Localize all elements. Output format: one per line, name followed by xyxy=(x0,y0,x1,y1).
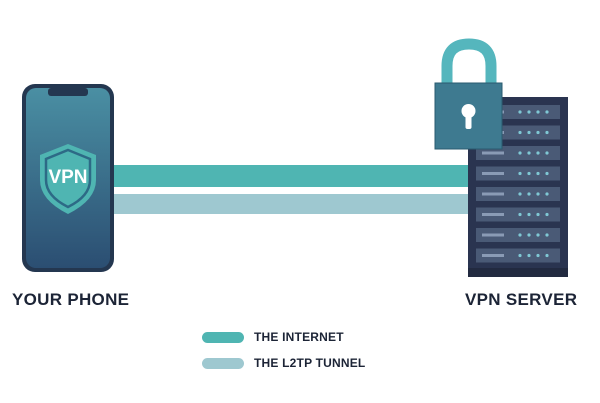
server-led-icon xyxy=(518,151,522,155)
server-led-icon xyxy=(536,253,540,258)
server-led-icon xyxy=(527,233,531,237)
server-led-icon xyxy=(545,253,549,258)
phone-caption: YOUR PHONE xyxy=(12,290,130,309)
server-unit-bay xyxy=(482,213,504,216)
server-unit-bay xyxy=(482,233,504,237)
server-unit-bay xyxy=(482,254,504,257)
server-led-icon xyxy=(545,110,549,114)
server-unit xyxy=(476,187,560,201)
shield-icon: VPN xyxy=(40,144,96,214)
server-led-icon xyxy=(536,130,540,135)
server-led-icon xyxy=(536,212,540,217)
shield-vpn-label: VPN xyxy=(48,167,87,188)
server-led-icon xyxy=(518,233,522,237)
server-unit-bay xyxy=(482,151,504,155)
server-led-icon xyxy=(545,192,549,196)
server-led-icon xyxy=(518,212,522,217)
server-led-icon xyxy=(518,171,522,176)
server-led-icon xyxy=(527,171,531,176)
server-led-icon xyxy=(518,192,522,196)
server-led-icon xyxy=(545,233,549,237)
server-led-icon xyxy=(527,212,531,217)
legend-label-tunnel: THE L2TP TUNNEL xyxy=(254,356,366,370)
server-led-icon xyxy=(545,151,549,155)
server-unit xyxy=(476,228,560,242)
server-led-icon xyxy=(545,130,549,135)
server-led-icon xyxy=(518,130,522,135)
server-led-icon xyxy=(518,253,522,258)
padlock-icon xyxy=(434,38,503,150)
server-led-icon xyxy=(536,151,540,155)
server-unit-bay xyxy=(482,172,504,175)
server-caption: VPN SERVER xyxy=(465,290,578,309)
server-led-icon xyxy=(536,233,540,237)
server-led-icon xyxy=(545,171,549,176)
server-unit-bay xyxy=(482,192,504,196)
server-unit xyxy=(476,248,560,263)
server-unit xyxy=(476,207,560,222)
server-led-icon xyxy=(527,110,531,114)
server-led-icon xyxy=(545,212,549,217)
legend-item-tunnel: THE L2TP TUNNEL xyxy=(202,356,365,370)
server-led-icon xyxy=(527,130,531,135)
server-led-icon xyxy=(536,110,540,114)
server-led-icon xyxy=(527,253,531,258)
server-led-icon xyxy=(527,192,531,196)
server-led-icon xyxy=(536,171,540,176)
legend-label-internet: THE INTERNET xyxy=(254,330,344,344)
legend-swatch-tunnel xyxy=(202,357,244,369)
legend-swatch-internet xyxy=(202,331,244,343)
l2tp-tunnel-bar xyxy=(108,194,476,214)
server-led-icon xyxy=(527,151,531,155)
server-unit xyxy=(476,166,560,181)
legend-item-internet: THE INTERNET xyxy=(202,330,344,344)
internet-connection-bar xyxy=(108,165,476,187)
server-led-icon xyxy=(518,110,522,114)
server-led-icon xyxy=(536,192,540,196)
